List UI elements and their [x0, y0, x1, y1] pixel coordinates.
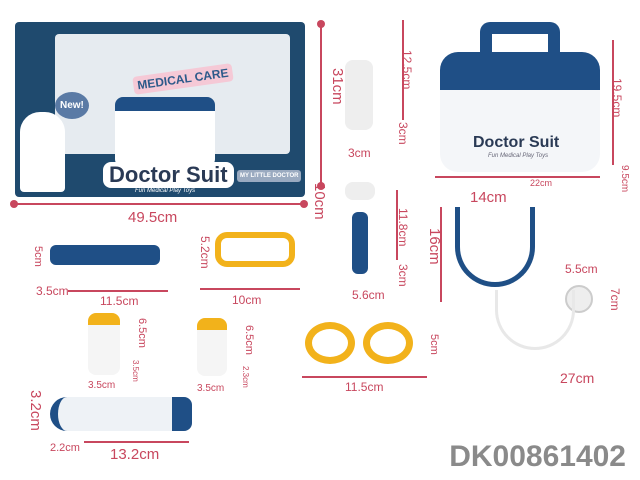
case-subtitle: Fun Medical Play Toys: [488, 153, 549, 159]
syringe: [50, 245, 160, 265]
thermometer-depth-label: 2.2cm: [50, 442, 80, 454]
thermometer-width-label: 13.2cm: [110, 446, 160, 463]
syringe-depth-label: 3.5cm: [36, 284, 69, 298]
reflex-hammer: [345, 182, 375, 277]
hammer-depth-label: 3cm: [396, 264, 410, 287]
box-title: Doctor Suit: [103, 162, 234, 188]
bottle2-height-label: 6.5cm: [243, 325, 255, 355]
otoscope-height-label: 12.5cm: [400, 50, 414, 90]
scissors: [215, 232, 295, 267]
bottle2-width-label: 3.5cm: [197, 383, 225, 394]
medicine-bottle-1: [88, 313, 120, 375]
syringe-height-label: 5cm: [32, 246, 44, 267]
case-width-label: 22cm: [530, 178, 553, 188]
scissors-height-label: 5.2cm: [198, 236, 212, 269]
bottle1-height-label: 6.5cm: [136, 318, 148, 348]
box-width-label: 49.5cm: [128, 209, 178, 226]
case-title: Doctor Suit: [473, 134, 560, 151]
hammer-height-label: 11.8cm: [396, 208, 410, 247]
stethoscope-chest-height-label: 7cm: [608, 288, 622, 311]
stethoscope-height-label: 16cm: [426, 228, 443, 265]
box-depth-label: 10cm: [311, 183, 328, 220]
otoscope-depth-label: 3cm: [396, 122, 410, 145]
syringe-width-label: 11.5cm: [100, 294, 139, 308]
otoscope: [345, 60, 373, 130]
new-badge: New!: [55, 92, 89, 119]
box-tagline: MY LITTLE DOCTOR: [237, 170, 302, 182]
box-subtitle: Fun Medical Play Toys: [135, 188, 196, 194]
product-code: DK00861402: [449, 440, 626, 473]
glasses-height-label: 5cm: [428, 334, 440, 355]
doctor-cartoon: [20, 112, 65, 192]
glasses-width-label: 11.5cm: [345, 380, 384, 394]
thermometer-height-label: 3.2cm: [27, 390, 44, 431]
bottle2-depth-label: 2.3cm: [241, 366, 250, 388]
case-height-label: 19.5cm: [610, 78, 624, 118]
hammer-width-label: 5.6cm: [352, 288, 385, 302]
doctor-case: Doctor Suit Fun Medical Play Toys: [440, 22, 600, 172]
product-box: MEDICAL CARE New! Doctor Suit Fun Medica…: [15, 22, 305, 197]
thermometer: [50, 397, 192, 431]
doctor-case-in-box: [115, 97, 215, 167]
otoscope-width-label: 3cm: [348, 146, 371, 160]
stethoscope: [455, 207, 535, 287]
stethoscope-top-width-label: 14cm: [470, 189, 507, 206]
bottle1-depth-label: 3.5cm: [131, 360, 140, 382]
case-depth-label: 9.5cm: [619, 165, 630, 193]
stethoscope-length-label: 27cm: [560, 370, 595, 386]
medicine-bottle-2: [197, 318, 227, 376]
box-height-label: 31cm: [329, 68, 346, 105]
toy-glasses: [305, 322, 415, 367]
bottle1-width-label: 3.5cm: [88, 380, 116, 391]
stethoscope-chest-width-label: 5.5cm: [565, 262, 598, 276]
scissors-width-label: 10cm: [232, 293, 262, 307]
